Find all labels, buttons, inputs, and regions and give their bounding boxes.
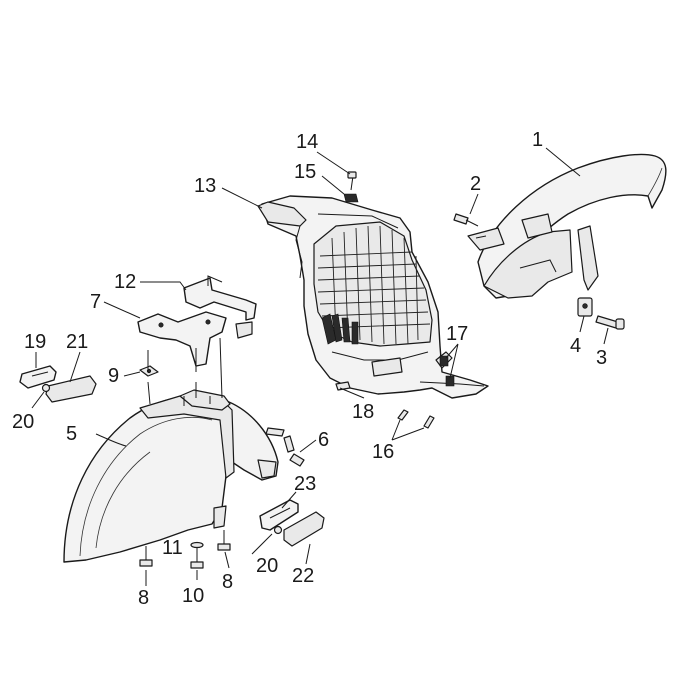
leader-lines — [31, 147, 609, 586]
callout-12: 12 — [114, 271, 136, 293]
rear-fender-part — [467, 153, 667, 317]
bracket-12 — [183, 275, 257, 339]
bolt-10 — [190, 548, 204, 569]
callout-8-left: 8 — [138, 587, 149, 609]
bolt-8-left — [139, 546, 153, 567]
reflector-holder-19 — [19, 365, 57, 389]
callout-22: 22 — [292, 565, 314, 587]
screw-3 — [595, 315, 625, 330]
reflector-22 — [283, 511, 325, 547]
callout-13: 13 — [194, 175, 216, 197]
callout-18: 18 — [352, 401, 374, 423]
washer-20b — [273, 525, 283, 535]
callout-7: 7 — [90, 291, 101, 313]
callout-20-right: 20 — [256, 555, 278, 577]
reflector-21 — [45, 375, 97, 403]
callout-5: 5 — [66, 423, 77, 445]
callout-6: 6 — [318, 429, 329, 451]
callout-16: 16 — [372, 441, 394, 463]
grille-mesh — [317, 225, 431, 345]
bolt-8-right — [217, 530, 231, 551]
callout-19: 19 — [24, 331, 46, 353]
callout-2: 2 — [470, 173, 481, 195]
reflector-holder-23 — [259, 499, 299, 531]
vent-slots — [321, 313, 359, 345]
clip-6 — [265, 427, 305, 467]
callout-9: 9 — [108, 365, 119, 387]
callout-10: 10 — [182, 585, 204, 607]
inner-shield-part — [257, 195, 489, 399]
callout-17: 17 — [446, 323, 468, 345]
nut-9 — [139, 365, 159, 377]
callout-1: 1 — [532, 129, 543, 151]
callout-3: 3 — [596, 347, 607, 369]
callout-labels: 1 2 3 4 5 6 7 8 8 9 10 11 12 13 14 15 16… — [12, 129, 607, 609]
clip-17 — [439, 355, 455, 387]
screw-16 — [397, 409, 435, 429]
front-mudguard-part — [63, 389, 279, 563]
callout-11: 11 — [162, 537, 183, 559]
screw-14 — [347, 171, 357, 191]
callout-8-right: 8 — [222, 571, 233, 593]
callout-21: 21 — [66, 331, 88, 353]
callout-14: 14 — [296, 131, 318, 153]
washer-20 — [41, 383, 51, 393]
washer-11 — [190, 541, 204, 549]
callout-4: 4 — [570, 335, 581, 357]
clip-15 — [343, 193, 359, 203]
mounting-plate-7 — [137, 311, 227, 367]
callout-15: 15 — [294, 161, 316, 183]
callout-23: 23 — [294, 473, 316, 495]
screw-18 — [335, 381, 351, 391]
callout-20-left: 20 — [12, 411, 34, 433]
screw-2 — [453, 213, 479, 227]
